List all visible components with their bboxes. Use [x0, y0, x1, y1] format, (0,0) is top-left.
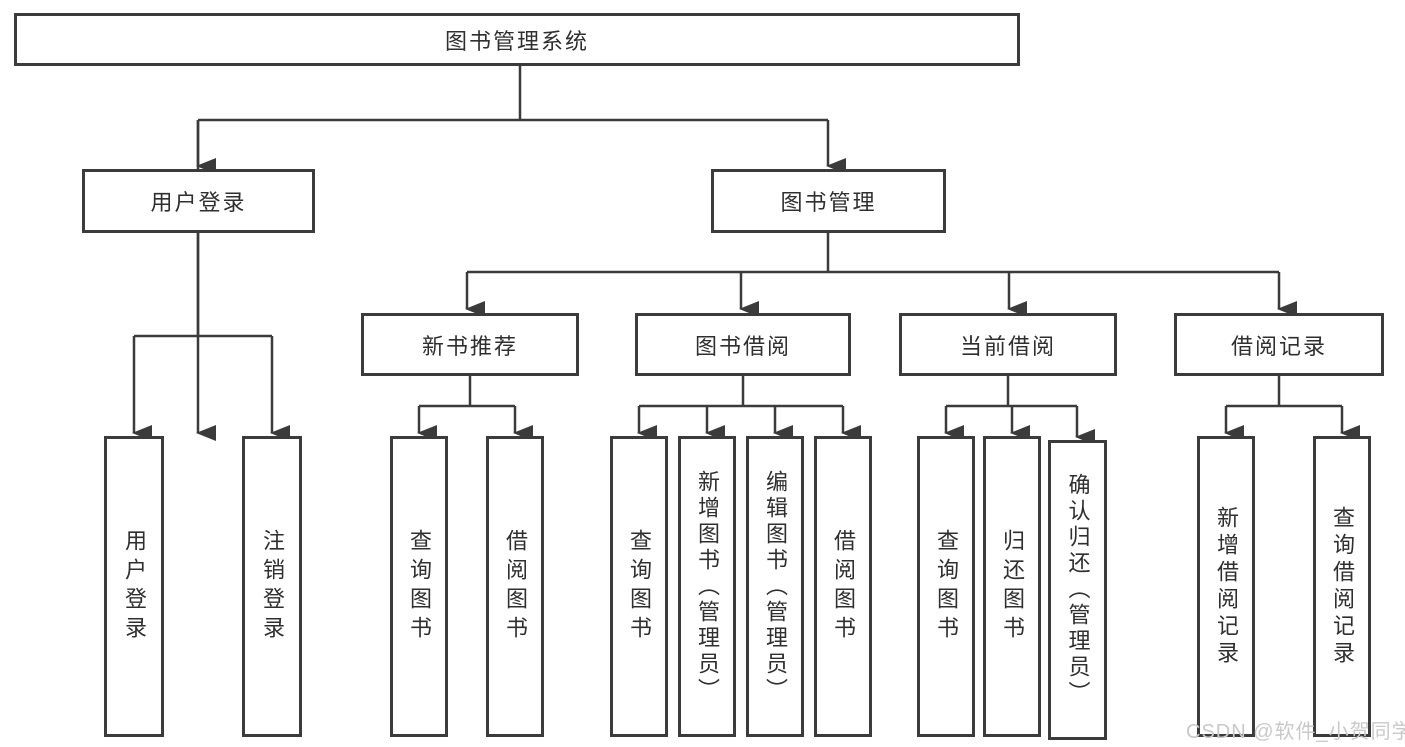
- node-current-borrowing: 当前借阅: [899, 313, 1117, 376]
- node-new-book-recommend: 新书推荐: [361, 313, 579, 376]
- leaf-borrow-add-books-admin-label: 新增图书（管理员）: [695, 469, 720, 704]
- node-new-book-recommend-label: 新书推荐: [421, 333, 518, 359]
- leaf-user-login-label: 用户登录: [122, 528, 147, 645]
- leaf-current-return-books: 归还图书: [983, 436, 1041, 737]
- node-book-management-label: 图书管理: [780, 190, 877, 215]
- leaf-user-login: 用户登录: [104, 436, 164, 737]
- leaf-record-add-label: 新增借阅记录: [1214, 505, 1239, 668]
- leaf-borrow-borrow-books-label: 借阅图书: [831, 528, 856, 645]
- node-book-management: 图书管理: [711, 169, 946, 233]
- leaf-newbook-query-books: 查询图书: [390, 436, 448, 737]
- leaf-current-confirm-return-admin: 确认归还（管理员）: [1048, 440, 1107, 740]
- leaf-borrow-add-books-admin: 新增图书（管理员）: [678, 436, 736, 737]
- node-user-login-label: 用户登录: [150, 190, 247, 215]
- node-current-borrowing-label: 当前借阅: [959, 333, 1056, 359]
- node-root-label: 图书管理系统: [444, 28, 589, 54]
- leaf-newbook-query-books-label: 查询图书: [407, 528, 432, 645]
- leaf-current-query-books: 查询图书: [917, 436, 975, 737]
- leaf-current-query-books-label: 查询图书: [934, 528, 959, 645]
- node-borrowing-record-label: 借阅记录: [1230, 333, 1327, 359]
- leaf-record-query: 查询借阅记录: [1313, 436, 1371, 737]
- leaf-newbook-borrow-books-label: 借阅图书: [503, 528, 528, 645]
- leaf-current-confirm-return-admin-label: 确认归还（管理员）: [1065, 473, 1091, 707]
- leaf-newbook-borrow-books: 借阅图书: [486, 436, 544, 737]
- node-book-borrowing: 图书借阅: [635, 313, 851, 376]
- node-user-login: 用户登录: [82, 169, 315, 233]
- leaf-current-return-books-label: 归还图书: [1000, 528, 1025, 645]
- leaf-record-query-label: 查询借阅记录: [1330, 505, 1355, 668]
- node-borrowing-record: 借阅记录: [1174, 313, 1384, 376]
- leaf-borrow-edit-books-admin: 编辑图书（管理员）: [746, 436, 804, 737]
- leaf-logout-label: 注销登录: [260, 528, 285, 645]
- csdn-watermark: CSDN @软件_小贺同学: [1186, 721, 1405, 743]
- leaf-borrow-query-books-label: 查询图书: [627, 528, 652, 645]
- leaf-logout: 注销登录: [242, 436, 302, 737]
- leaf-borrow-edit-books-admin-label: 编辑图书（管理员）: [763, 469, 788, 704]
- node-root: 图书管理系统: [14, 13, 1020, 66]
- node-book-borrowing-label: 图书借阅: [694, 333, 791, 359]
- leaf-borrow-query-books: 查询图书: [610, 436, 668, 737]
- leaf-record-add: 新增借阅记录: [1197, 436, 1255, 737]
- leaf-borrow-borrow-books: 借阅图书: [814, 436, 872, 737]
